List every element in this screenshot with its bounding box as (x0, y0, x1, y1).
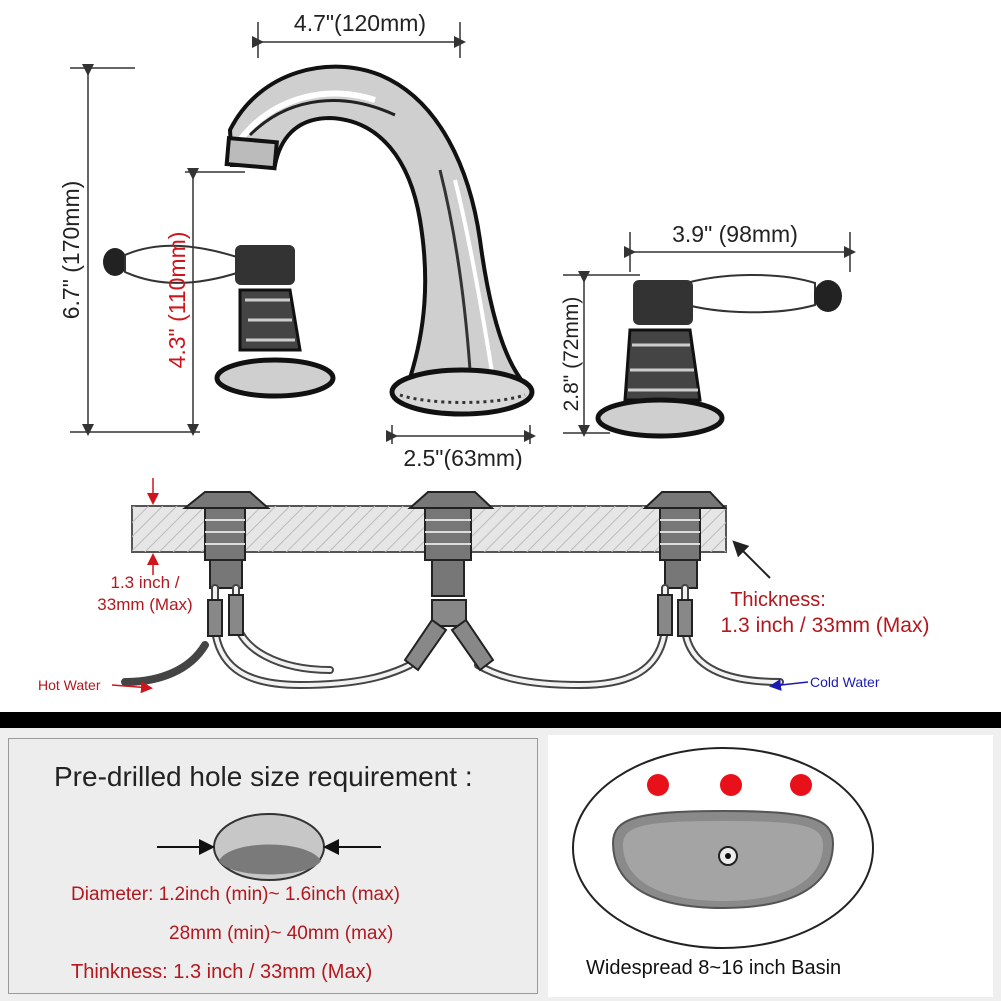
section-divider (0, 712, 1001, 728)
faucet-drawing-svg: 4.7"(120mm) 6.7" (170mm) 4.3" (110mm) 2.… (58, 10, 856, 471)
basin-panel: Widespread 8~16 inch Basin (548, 735, 993, 997)
hole-requirement-panel: Pre-drilled hole size requirement : Diam… (8, 738, 538, 994)
faucet-icon (224, 64, 535, 417)
handle-height-label: 2.8" (72mm) (560, 297, 583, 412)
diameter-inch-value: 1.2inch (min)~ 1.6inch (max) (158, 884, 400, 905)
diameter-inch-line: Diameter: 1.2inch (min)~ 1.6inch (max) (71, 884, 400, 906)
diameter-mm-value: 28mm (min)~ 40mm (max) (169, 923, 394, 944)
hole-requirement-title: Pre-drilled hole size requirement : (54, 761, 473, 792)
basin-icon (572, 747, 874, 949)
handle-length-label: 3.9" (98mm) (672, 221, 798, 247)
spout-height-label: 4.3" (110mm) (164, 232, 190, 369)
deck-thickness-label-left-1: 1.3 inch / (111, 573, 180, 592)
drilled-hole-icon (157, 813, 381, 881)
deck-thickness-label-left-2: 33mm (Max) (97, 595, 192, 614)
thickness-heading: Thickness: (730, 589, 826, 611)
thinkness-label: Thinkness: (71, 961, 168, 983)
faucet-hole-right (790, 774, 812, 796)
cold-water-label: Cold Water (810, 674, 880, 690)
thinkness-value: 1.3 inch / 33mm (Max) (173, 961, 373, 983)
thickness-line: Thinkness: 1.3 inch / 33mm (Max) (71, 961, 372, 984)
diameter-label: Diameter: (71, 884, 154, 905)
spout-width-label: 4.7"(120mm) (294, 10, 426, 36)
lever-handle-icon (103, 244, 336, 399)
faucet-hole-left (647, 774, 669, 796)
faucet-dimension-drawing: 4.7"(120mm) 6.7" (170mm) 4.3" (110mm) 2.… (0, 0, 1001, 471)
basin-caption: Widespread 8~16 inch Basin (586, 957, 842, 979)
lever-handle-icon-right (595, 274, 842, 439)
installation-svg: 1.3 inch / 33mm (Max) Thickness: 1.3 inc… (38, 478, 930, 694)
installation-diagram: 1.3 inch / 33mm (Max) Thickness: 1.3 inc… (0, 470, 1001, 712)
thickness-value: 1.3 inch / 33mm (Max) (721, 614, 930, 637)
base-diameter-label: 2.5"(63mm) (403, 445, 522, 470)
overall-height-label: 6.7" (170mm) (58, 181, 84, 320)
faucet-hole-center (720, 774, 742, 796)
hot-water-label: Hot Water (38, 677, 101, 693)
